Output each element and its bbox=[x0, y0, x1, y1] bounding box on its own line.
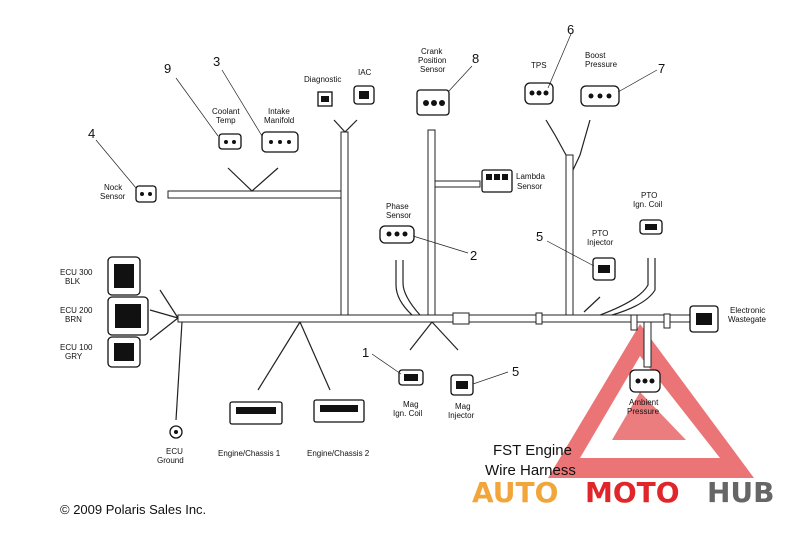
label-lambda-2: Sensor bbox=[517, 182, 543, 191]
connector-phase bbox=[379, 225, 415, 244]
label-nock-2: Sensor bbox=[100, 192, 126, 201]
label-tps: TPS bbox=[531, 61, 547, 70]
connector-ecu300 bbox=[107, 256, 141, 296]
label-ecu200-2: BRN bbox=[65, 315, 82, 324]
label-mag-coil-1: Mag bbox=[403, 400, 419, 409]
label-ecu300-2: BLK bbox=[65, 277, 81, 286]
copyright-text: © 2009 Polaris Sales Inc. bbox=[60, 502, 206, 517]
label-diagnostic: Diagnostic bbox=[304, 75, 341, 84]
label-coolant-2: Temp bbox=[216, 116, 236, 125]
callout-6: 6 bbox=[567, 22, 574, 37]
label-lambda-1: Lambda bbox=[516, 172, 545, 181]
label-ground-2: Ground bbox=[157, 456, 184, 465]
label-ground-1: ECU bbox=[166, 447, 183, 456]
label-eng1: Engine/Chassis 1 bbox=[218, 449, 281, 458]
label-wastegate-1: Electronic bbox=[730, 306, 765, 315]
label-phase-1: Phase bbox=[386, 202, 409, 211]
diagram-title-line1: FST Engine bbox=[493, 442, 572, 459]
callout-4: 4 bbox=[88, 126, 95, 141]
label-pto-inj-2: Injector bbox=[587, 238, 614, 247]
label-crank-2: Position bbox=[418, 56, 446, 65]
connector-iac bbox=[353, 85, 375, 105]
callout-8: 8 bbox=[472, 51, 479, 66]
connector-lambda bbox=[481, 169, 513, 193]
label-ecu100-2: GRY bbox=[65, 352, 83, 361]
label-intake-1: Intake bbox=[268, 107, 290, 116]
label-mag-coil-2: Ign. Coil bbox=[393, 409, 423, 418]
callout-5-pto: 5 bbox=[536, 229, 543, 244]
label-iac: IAC bbox=[358, 68, 372, 77]
label-pto-coil-2: Ign. Coil bbox=[633, 200, 663, 209]
connector-mag-coil bbox=[398, 369, 424, 386]
callout-9: 9 bbox=[164, 61, 171, 76]
label-boost-2: Pressure bbox=[585, 60, 618, 69]
label-boost-1: Boost bbox=[585, 51, 606, 60]
watermark-text: AUTO MOTO HUB bbox=[472, 476, 775, 509]
connector-wastegate bbox=[689, 305, 719, 333]
label-mag-inj-2: Injector bbox=[448, 411, 475, 420]
callout-2: 2 bbox=[470, 248, 477, 263]
connector-ambient bbox=[629, 369, 661, 393]
callout-5-mag: 5 bbox=[512, 364, 519, 379]
callout-7: 7 bbox=[658, 61, 665, 76]
harness-trunk bbox=[149, 119, 691, 421]
label-coolant-1: Coolant bbox=[212, 107, 240, 116]
label-nock-1: Nock bbox=[104, 183, 123, 192]
label-eng2: Engine/Chassis 2 bbox=[307, 449, 370, 458]
label-crank-3: Sensor bbox=[420, 65, 446, 74]
ground-terminal bbox=[169, 425, 183, 439]
connector-eng1 bbox=[229, 401, 283, 425]
label-ecu200-1: ECU 200 bbox=[60, 306, 93, 315]
label-crank-1: Crank bbox=[421, 47, 443, 56]
connector-pto-injector bbox=[592, 257, 616, 281]
connector-intake bbox=[261, 131, 299, 153]
label-intake-2: Manifold bbox=[264, 116, 294, 125]
callout-1: 1 bbox=[362, 345, 369, 360]
connector-ecu100 bbox=[107, 336, 141, 368]
connector-mag-injector bbox=[450, 374, 474, 396]
label-wastegate-2: Wastegate bbox=[728, 315, 766, 324]
connector-coolant bbox=[218, 133, 242, 150]
connector-diagnostic bbox=[317, 91, 333, 107]
watermark-logo-mark bbox=[548, 324, 754, 478]
label-phase-2: Sensor bbox=[386, 211, 412, 220]
connector-boost bbox=[580, 85, 620, 107]
watermark-part1: AUTO bbox=[472, 476, 558, 509]
label-ambient-2: Pressure bbox=[627, 407, 660, 416]
watermark-part2: MOTO bbox=[585, 476, 680, 509]
label-mag-inj-1: Mag bbox=[455, 402, 471, 411]
connector-tps bbox=[524, 82, 554, 105]
leader-lines bbox=[95, 33, 658, 385]
label-ambient-1: Ambient bbox=[629, 398, 659, 407]
connector-nock bbox=[135, 185, 157, 203]
diagram-title-line2: Wire Harness bbox=[485, 462, 576, 479]
label-pto-coil-1: PTO bbox=[641, 191, 657, 200]
label-pto-inj-1: PTO bbox=[592, 229, 608, 238]
label-ecu100-1: ECU 100 bbox=[60, 343, 93, 352]
callout-3: 3 bbox=[213, 54, 220, 69]
watermark-part3: HUB bbox=[707, 476, 775, 509]
label-ecu300-1: ECU 300 bbox=[60, 268, 93, 277]
connector-eng2 bbox=[313, 399, 365, 423]
connector-crank bbox=[416, 89, 450, 116]
connector-ecu200 bbox=[107, 296, 149, 336]
connector-pto-coil bbox=[639, 219, 663, 235]
